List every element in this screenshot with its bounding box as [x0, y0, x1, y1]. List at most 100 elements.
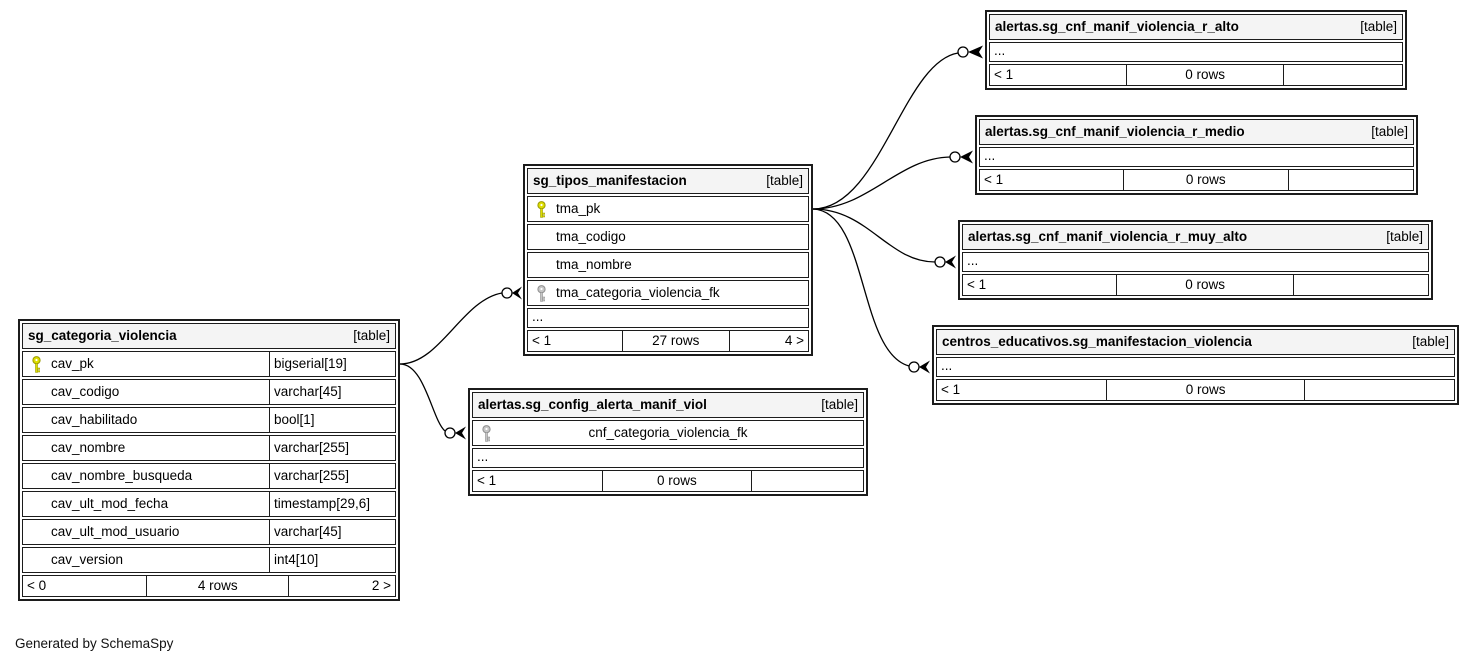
ellipsis-row: ...	[989, 42, 1403, 62]
related-children-count	[752, 471, 863, 491]
row-count: 0 rows	[1127, 65, 1285, 85]
relationship-circle	[908, 361, 920, 373]
column-name: cav_ult_mod_fecha	[51, 496, 169, 511]
table-header[interactable]: alertas.sg_cnf_manif_violencia_r_alto [t…	[989, 14, 1403, 40]
table-footer: < 1 27 rows 4 >	[527, 330, 809, 352]
table-box-centros-educativos-sg-manifestacion-violencia: centros_educativos.sg_manifestacion_viol…	[932, 325, 1459, 405]
relationship-arrow	[945, 255, 956, 269]
column-row[interactable]: cav_nombre_busqueda varchar[255]	[22, 463, 396, 489]
column-row[interactable]: cnf_categoria_violencia_fk	[472, 420, 864, 446]
column-type: bool[1]	[269, 408, 395, 432]
table-header[interactable]: alertas.sg_cnf_manif_violencia_r_medio […	[979, 119, 1414, 145]
column-type: varchar[255]	[269, 464, 395, 488]
table-box-alertas-sg-cnf-manif-violencia-r-alto: alertas.sg_cnf_manif_violencia_r_alto [t…	[985, 10, 1407, 90]
relationship-arrow	[512, 286, 522, 300]
relationship-line	[399, 363, 446, 432]
table-title: alertas.sg_cnf_manif_violencia_r_medio	[985, 124, 1245, 139]
relationship-line	[812, 52, 959, 210]
table-tag: [table]	[1386, 229, 1423, 244]
column-name: cav_nombre_busqueda	[51, 468, 193, 483]
table-footer: < 1 0 rows	[989, 64, 1403, 86]
table-tag: [table]	[1360, 19, 1397, 34]
column-name: tma_categoria_violencia_fk	[556, 285, 720, 300]
column-row[interactable]: cav_pk bigserial[19]	[22, 351, 396, 377]
row-count: 0 rows	[1107, 380, 1305, 400]
table-title: centros_educativos.sg_manifestacion_viol…	[942, 334, 1252, 349]
column-name: cnf_categoria_violencia_fk	[588, 425, 748, 440]
table-tag: [table]	[766, 173, 803, 188]
relationship-circle	[501, 287, 513, 299]
row-count: 27 rows	[623, 331, 730, 351]
relationship-line	[812, 208, 910, 367]
generated-by-note: Generated by SchemaSpy	[15, 636, 174, 651]
column-name: cav_codigo	[51, 384, 120, 399]
row-count: 0 rows	[1117, 275, 1295, 295]
related-children-count	[1289, 170, 1413, 190]
column-row[interactable]: tma_nombre	[527, 252, 809, 278]
table-header[interactable]: alertas.sg_config_alerta_manif_viol [tab…	[472, 392, 864, 418]
related-parents-count: < 0	[23, 576, 148, 596]
table-title: alertas.sg_config_alerta_manif_viol	[478, 397, 707, 412]
relationship-line	[812, 208, 936, 263]
column-row[interactable]: tma_pk	[527, 196, 809, 222]
table-box-alertas-sg-cnf-manif-violencia-r-medio: alertas.sg_cnf_manif_violencia_r_medio […	[975, 115, 1418, 195]
column-type: varchar[255]	[269, 436, 395, 460]
table-box-alertas-sg-cnf-manif-violencia-r-muy-alto: alertas.sg_cnf_manif_violencia_r_muy_alt…	[958, 220, 1433, 300]
column-name: cav_pk	[51, 356, 94, 371]
related-parents-count: < 1	[528, 331, 623, 351]
column-row[interactable]: cav_nombre varchar[255]	[22, 435, 396, 461]
column-name: tma_codigo	[556, 229, 626, 244]
relationship-circle	[934, 256, 946, 268]
row-count: 4 rows	[147, 576, 290, 596]
related-children-count: 4 >	[784, 333, 804, 348]
column-name: cav_version	[51, 552, 124, 567]
column-row[interactable]: cav_version int4[10]	[22, 547, 396, 573]
column-row[interactable]: cav_ult_mod_fecha timestamp[29,6]	[22, 491, 396, 517]
table-footer: < 1 0 rows	[936, 379, 1455, 401]
related-children-count: 2 >	[371, 578, 391, 593]
column-name: tma_pk	[556, 201, 601, 216]
table-title: sg_categoria_violencia	[28, 328, 177, 343]
relationship-arrow	[919, 360, 930, 374]
ellipsis-row: ...	[962, 252, 1429, 272]
table-header[interactable]: sg_categoria_violencia [table]	[22, 323, 396, 349]
related-parents-count: < 1	[963, 275, 1117, 295]
primary-key-icon	[32, 356, 41, 373]
foreign-key-icon	[537, 285, 546, 302]
relationship-line	[399, 292, 503, 365]
column-type: int4[10]	[269, 548, 395, 572]
relationship-arrow	[960, 150, 973, 164]
ellipsis-row: ...	[979, 147, 1414, 167]
table-title: sg_tipos_manifestacion	[533, 173, 687, 188]
column-row[interactable]: cav_ult_mod_usuario varchar[45]	[22, 519, 396, 545]
column-row[interactable]: tma_categoria_violencia_fk	[527, 280, 809, 306]
column-name: tma_nombre	[556, 257, 632, 272]
column-name: cav_nombre	[51, 440, 126, 455]
table-footer: < 1 0 rows	[979, 169, 1414, 191]
row-count: 0 rows	[603, 471, 752, 491]
relationship-circle	[949, 151, 961, 163]
related-children-count	[1284, 65, 1402, 85]
row-count: 0 rows	[1124, 170, 1290, 190]
relationship-arrow	[455, 426, 466, 440]
related-parents-count: < 1	[937, 380, 1108, 400]
related-parents-count: < 1	[980, 170, 1124, 190]
foreign-key-icon	[482, 425, 491, 442]
table-header[interactable]: sg_tipos_manifestacion [table]	[527, 168, 809, 194]
column-row[interactable]: tma_codigo	[527, 224, 809, 250]
relationship-circle	[957, 46, 969, 58]
ellipsis-row: ...	[472, 448, 864, 468]
table-tag: [table]	[1412, 334, 1449, 349]
column-row[interactable]: cav_habilitado bool[1]	[22, 407, 396, 433]
table-tag: [table]	[821, 397, 858, 412]
table-box-alertas-sg-config-alerta-manif-viol: alertas.sg_config_alerta_manif_viol [tab…	[468, 388, 868, 496]
table-tag: [table]	[1371, 124, 1408, 139]
table-header[interactable]: centros_educativos.sg_manifestacion_viol…	[936, 329, 1455, 355]
ellipsis-row: ...	[936, 357, 1455, 377]
column-row[interactable]: cav_codigo varchar[45]	[22, 379, 396, 405]
table-header[interactable]: alertas.sg_cnf_manif_violencia_r_muy_alt…	[962, 224, 1429, 250]
related-parents-count: < 1	[990, 65, 1127, 85]
column-name: cav_ult_mod_usuario	[51, 524, 180, 539]
